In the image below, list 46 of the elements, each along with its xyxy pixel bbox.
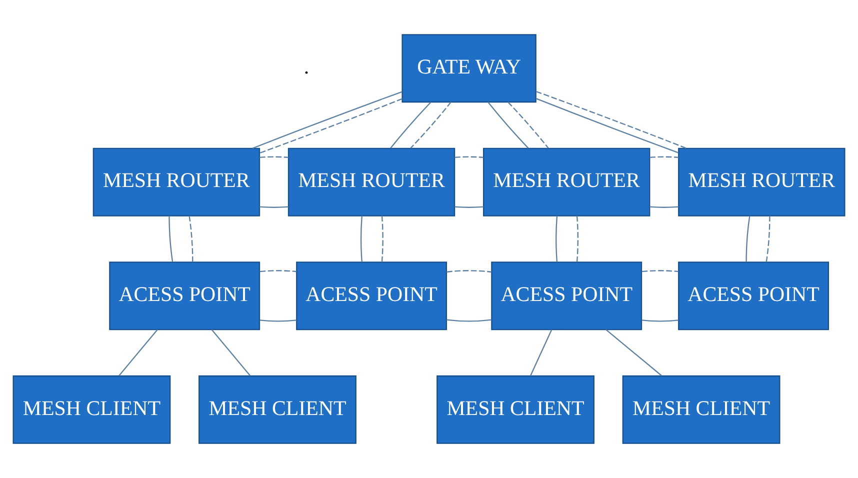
node-box: MESH CLIENT [622,375,780,444]
connector [168,216,174,262]
connector [650,156,679,158]
connector [260,320,297,322]
connector [746,216,750,262]
connector [446,270,492,273]
connector [390,102,432,149]
node-box: ACESS POINT [296,262,447,330]
node-box: MESH CLIENT [436,375,594,444]
connector [536,98,678,154]
connector [642,270,679,272]
connector [454,156,484,158]
label: . [304,54,310,78]
node-box: MESH CLIENT [198,375,356,444]
connector [536,90,687,149]
connector [260,98,402,154]
connector [360,216,362,262]
connector [260,270,297,272]
connector [606,329,662,376]
node-box: MESH ROUTER [92,148,260,216]
connector [118,329,158,376]
connector [410,102,452,149]
connector [211,329,251,376]
connector [252,91,402,149]
node-box: GATE WAY [402,34,536,103]
node-box: MESH ROUTER [288,148,456,216]
node-box: ACESS POINT [491,262,642,330]
node-box: ACESS POINT [109,262,260,330]
node-box: ACESS POINT [678,262,829,330]
node-box: MESH ROUTER [483,148,650,216]
connector [508,102,549,149]
connector [530,329,552,376]
connector [650,206,679,208]
connector [259,206,288,208]
connector [188,216,194,262]
connector [259,156,288,158]
connector [642,320,679,322]
connector [487,102,529,149]
connector [556,216,558,262]
node-box: MESH CLIENT [12,375,171,444]
connector [381,216,384,262]
connector [446,319,492,322]
connector [766,216,770,262]
connector [576,216,578,262]
node-box: MESH ROUTER [678,148,846,216]
connector [454,206,484,208]
